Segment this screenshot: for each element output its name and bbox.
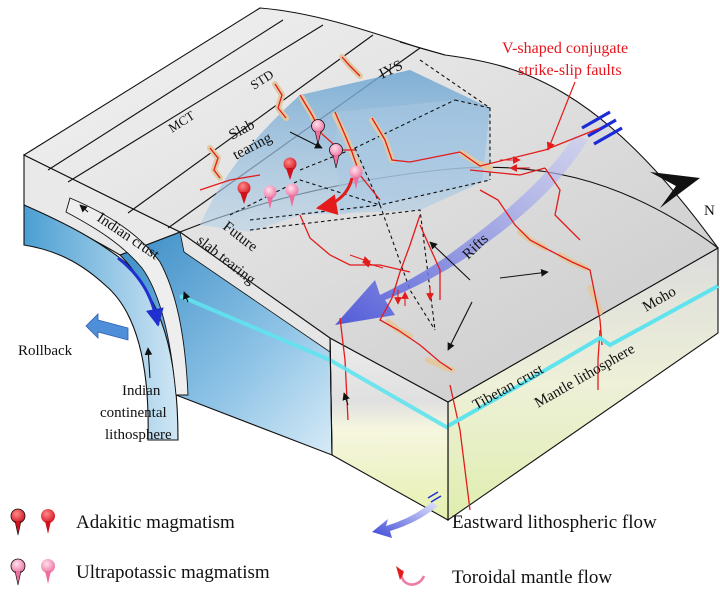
legend-toroidal-flow-icon [396, 566, 426, 586]
indian-crust-band [65, 197, 189, 396]
legend: Adakitic magmatism Ultrapotassic magmati… [10, 491, 657, 588]
legend-toroidal-flow-label: Toroidal mantle flow [452, 567, 612, 588]
north-arrow [650, 172, 700, 208]
indian-lithosphere-label-2: continental [100, 405, 167, 421]
slab-tearing-box [335, 100, 490, 215]
north-label: N [704, 203, 715, 219]
indian-lithosphere-label-1: Indian [122, 383, 161, 399]
rollback-label: Rollback [18, 343, 73, 359]
annotation-arrows [144, 131, 549, 379]
legend-ultrapotassic-symbols [10, 558, 55, 586]
indian-lithosphere-label-3: lithosphere [105, 427, 172, 443]
strike-slip-arrows [349, 156, 530, 306]
conjugate-faults-label-1: V-shaped conjugate [502, 40, 628, 57]
legend-eastward-flow-label: Eastward lithospheric flow [452, 512, 657, 533]
legend-adakitic-symbols [10, 508, 55, 536]
flow-origin-marks [581, 110, 623, 146]
legend-adakitic-label: Adakitic magmatism [76, 512, 235, 533]
rollback-curve-arrow [117, 256, 164, 327]
legend-eastward-flow-icon [372, 491, 442, 538]
adakitic-markers [237, 157, 297, 204]
ultrapotassic-markers [263, 119, 363, 209]
legend-ultrapotassic-label: Ultrapotassic magmatism [76, 562, 270, 583]
faults [199, 54, 603, 511]
conjugate-faults-label-2: strike-slip faults [518, 62, 622, 79]
moho-line [447, 284, 719, 428]
toroidal-flow-arrow-diagram [315, 177, 354, 216]
rollback-arrow [85, 313, 129, 341]
eastward-flow-arrow [335, 135, 588, 325]
motion-markers [79, 204, 350, 406]
